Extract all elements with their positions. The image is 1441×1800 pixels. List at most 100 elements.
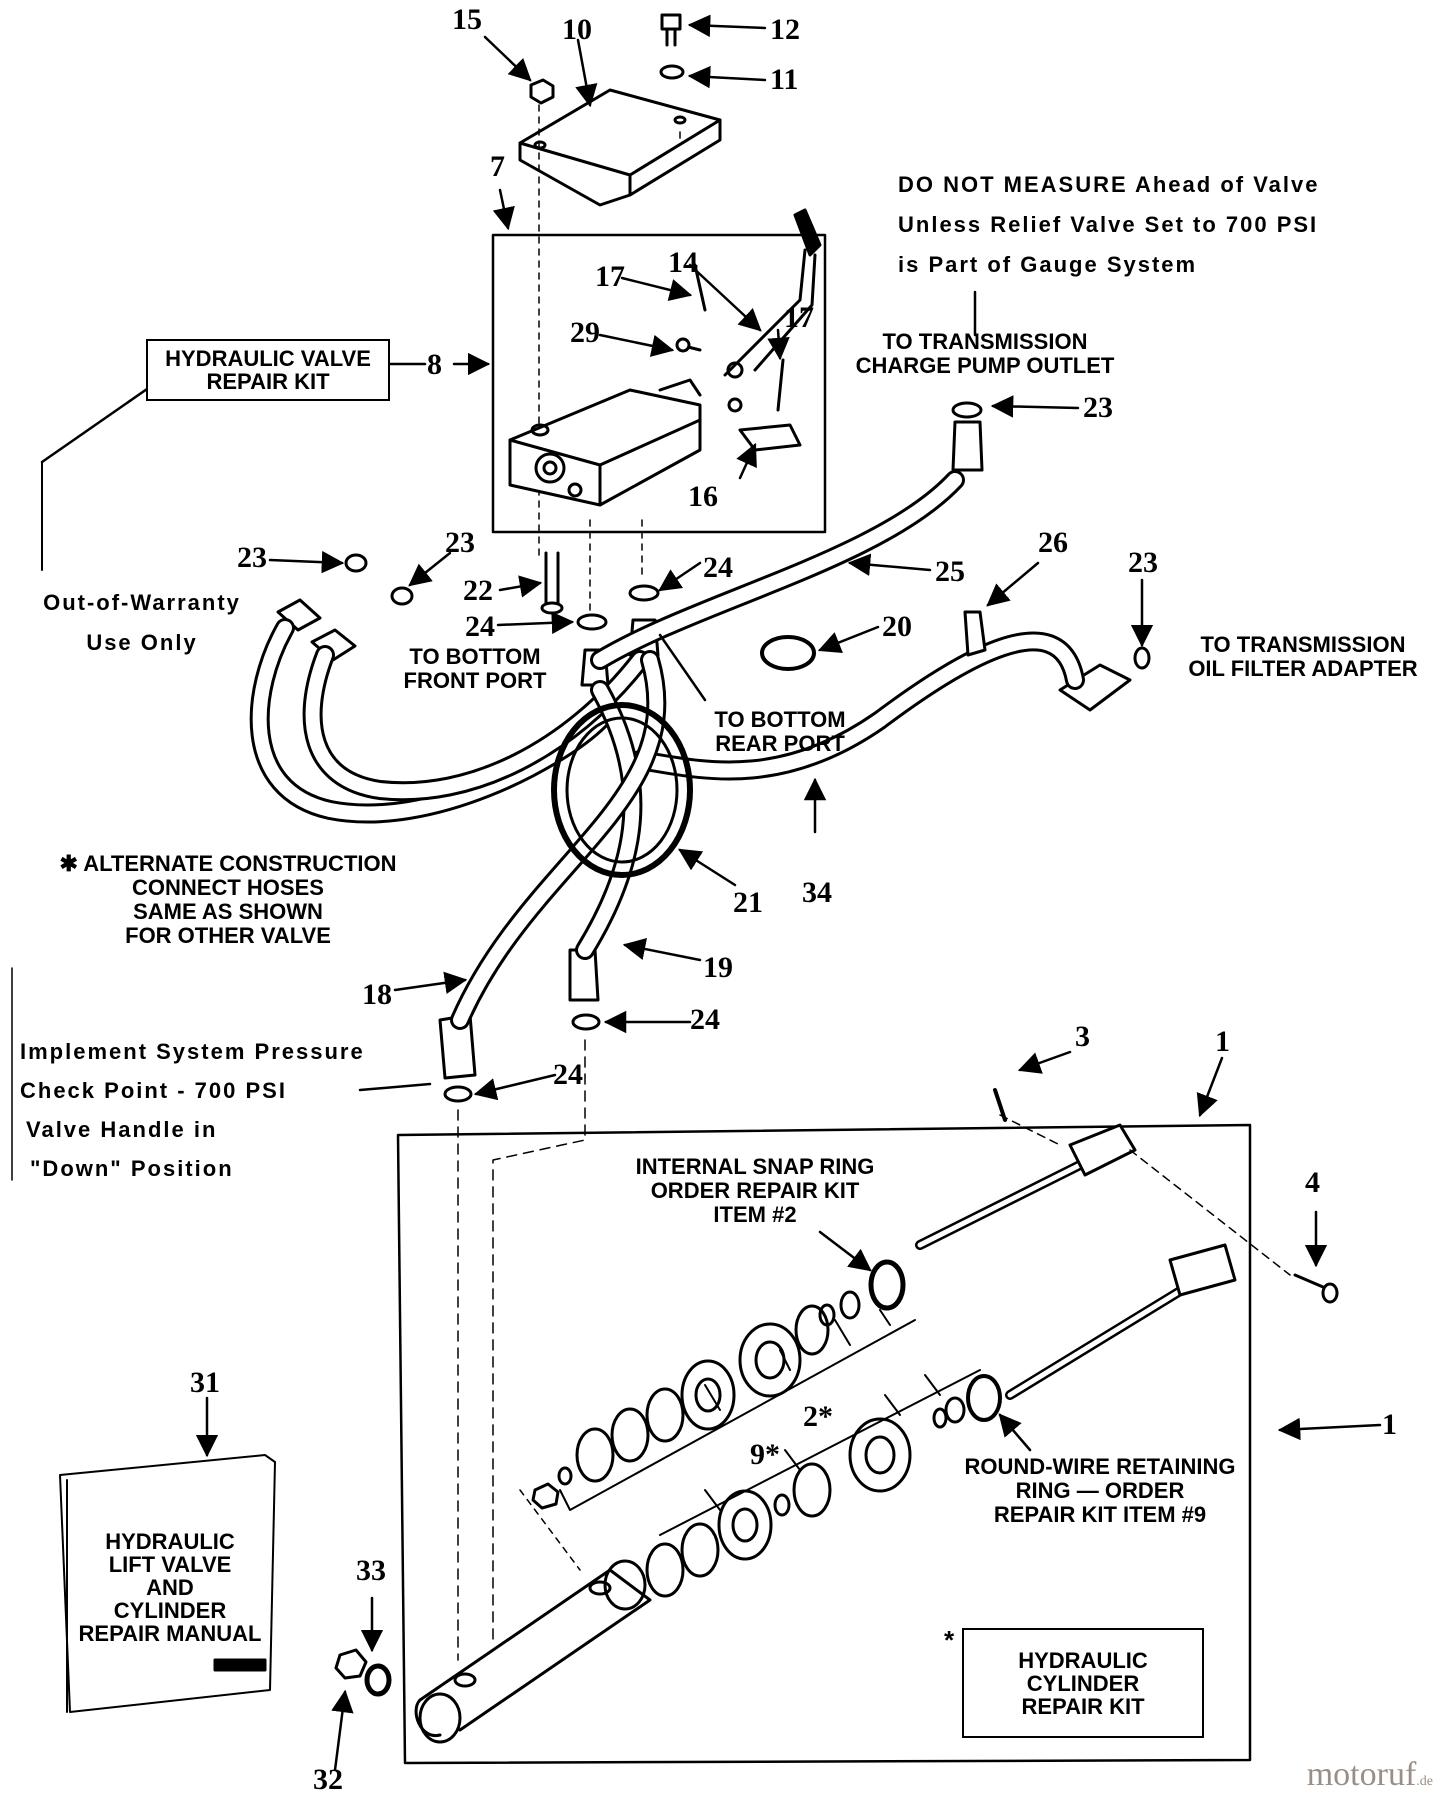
- front-port-line-2: FRONT PORT: [403, 668, 547, 693]
- manual-line-1: HYDRAULIC: [105, 1529, 235, 1554]
- snap-ring-note: INTERNAL SNAP RING ORDER REPAIR KIT ITEM…: [630, 1155, 880, 1227]
- callout-25: 25: [935, 555, 965, 588]
- repair-manual-book: [59, 1454, 276, 1713]
- valve-repair-kit-box: HYDRAULIC VALVE REPAIR KIT: [146, 339, 390, 401]
- nut-32: [334, 1648, 368, 1680]
- alternate-line-3: SAME AS SHOWN: [133, 899, 323, 924]
- oil-filter-line-1: TO TRANSMISSION: [1200, 632, 1406, 657]
- callout-31: 31: [190, 1366, 220, 1399]
- washer-23-d: [1133, 646, 1151, 670]
- rear-port-line-1: TO BOTTOM: [714, 707, 846, 732]
- alternate-line-4: FOR OTHER VALVE: [125, 923, 331, 948]
- piston-u1: [738, 1322, 802, 1398]
- callout-17-b: 17: [784, 301, 814, 334]
- o-ring-l1: [792, 1462, 832, 1518]
- callout-23-c: 23: [1083, 391, 1113, 424]
- washer-23-a: [344, 553, 368, 573]
- rear-port-line-2: REAR PORT: [715, 731, 845, 756]
- grommet-21: [551, 702, 693, 878]
- front-port-line-1: TO BOTTOM: [409, 644, 541, 669]
- clip-26: [963, 610, 987, 657]
- manual-line-5: REPAIR MANUAL: [78, 1621, 262, 1646]
- alternate-line-2: CONNECT HOSES: [132, 875, 324, 900]
- snap-ring: [868, 1259, 906, 1311]
- callout-16: 16: [688, 480, 718, 513]
- manual-title: HYDRAULIC LIFT VALVE AND CYLINDER REPAIR…: [75, 1530, 265, 1645]
- wire-ring: [966, 1374, 1002, 1422]
- callout-8: 8: [427, 348, 442, 381]
- cyl-kit-line-3: REPAIR KIT: [1021, 1693, 1145, 1719]
- callout-7: 7: [490, 150, 505, 183]
- callout-23-a: 23: [237, 541, 267, 574]
- out-of-warranty-note: Out-of-Warranty Use Only: [22, 583, 262, 663]
- check-line-3: Valve Handle in: [26, 1117, 218, 1142]
- cyl-kit-line-2: CYLINDER: [1026, 1670, 1140, 1696]
- valve-kit-line-2: REPAIR KIT: [206, 369, 330, 394]
- cotter-pin-17b: [776, 358, 785, 412]
- bottom-rear-port-label: TO BOTTOM REAR PORT: [700, 708, 860, 756]
- manual-line-2: LIFT VALVE: [108, 1552, 232, 1577]
- callout-24-d: 24: [553, 1058, 583, 1091]
- charge-pump-line-2: CHARGE PUMP OUTLET: [855, 353, 1115, 378]
- callout-21: 21: [733, 886, 763, 919]
- callout-23-b: 23: [445, 526, 475, 559]
- callout-24-b: 24: [703, 551, 733, 584]
- check-line-2: Check Point - 700 PSI: [20, 1078, 287, 1103]
- washer-33: [364, 1663, 392, 1697]
- clevis-upper: [1068, 1123, 1137, 1177]
- callout-17-a: 17: [595, 260, 625, 293]
- callout-24-c: 24: [690, 1003, 720, 1036]
- cylinder-body: [414, 1559, 652, 1744]
- mounting-bracket: [518, 88, 722, 207]
- callout-15: 15: [452, 3, 482, 36]
- o-ring-u4: [575, 1427, 615, 1483]
- callout-20: 20: [882, 610, 912, 643]
- snap-line-3: ITEM #2: [713, 1202, 797, 1227]
- bottom-front-port-label: TO BOTTOM FRONT PORT: [385, 645, 565, 693]
- washer-24-b: [628, 584, 660, 602]
- o-ring-u3: [610, 1407, 650, 1463]
- callout-26: 26: [1038, 526, 1068, 559]
- washer-11: [659, 64, 685, 80]
- o-ring-l2: [680, 1522, 720, 1578]
- warranty-line-2: Use Only: [86, 630, 198, 655]
- callout-9: 9*: [750, 1438, 780, 1471]
- cyl-kit-asterisk: *: [944, 1625, 955, 1655]
- round-wire-line-2: RING — ORDER: [1015, 1478, 1185, 1503]
- valve-body: [508, 378, 702, 507]
- measure-line-2: Unless Relief Valve Set to 700 PSI: [898, 212, 1319, 237]
- oil-filter-line-2: OIL FILTER ADAPTER: [1188, 656, 1418, 681]
- piston-l1: [848, 1417, 912, 1493]
- cylinder-frame: [396, 1123, 1252, 1765]
- oil-filter-label: TO TRANSMISSION OIL FILTER ADAPTER: [1172, 633, 1434, 681]
- callout-18: 18: [362, 978, 392, 1011]
- bolt-22: [540, 551, 564, 615]
- callout-1-b: 1: [1382, 1408, 1397, 1441]
- valve-assembly-frame: [491, 233, 827, 534]
- round-wire-line-1: ROUND-WIRE RETAINING: [964, 1454, 1236, 1479]
- valve-kit-line-1: HYDRAULIC VALVE: [165, 346, 371, 371]
- hose-clamp-20: [760, 635, 816, 671]
- washer-24-d: [443, 1085, 473, 1103]
- warranty-line-1: Out-of-Warranty: [43, 590, 241, 615]
- charge-pump-label: TO TRANSMISSION CHARGE PUMP OUTLET: [840, 330, 1130, 378]
- link-16: [738, 423, 802, 452]
- cotter-pin-3: [993, 1088, 1007, 1122]
- callout-22: 22: [463, 574, 493, 607]
- piston-u2: [680, 1359, 736, 1431]
- measure-line-1: DO NOT MEASURE Ahead of Valve: [898, 172, 1320, 197]
- callout-29: 29: [570, 316, 600, 349]
- callout-32: 32: [313, 1763, 343, 1796]
- snap-line-1: INTERNAL SNAP RING: [635, 1154, 875, 1179]
- fitting-charge-pump: [951, 420, 984, 472]
- washer-24-a: [576, 613, 608, 631]
- cyl-kit-line-1: HYDRAULIC: [1018, 1647, 1148, 1673]
- watermark-name: motoruf: [1306, 1756, 1417, 1793]
- snap-line-2: ORDER REPAIR KIT: [650, 1178, 860, 1203]
- callout-24-a: 24: [465, 610, 495, 643]
- clevis-pin-29: [675, 337, 702, 353]
- callout-33: 33: [356, 1554, 386, 1587]
- clevis-pin-4: [1293, 1273, 1339, 1304]
- nut-piston: [531, 1482, 560, 1510]
